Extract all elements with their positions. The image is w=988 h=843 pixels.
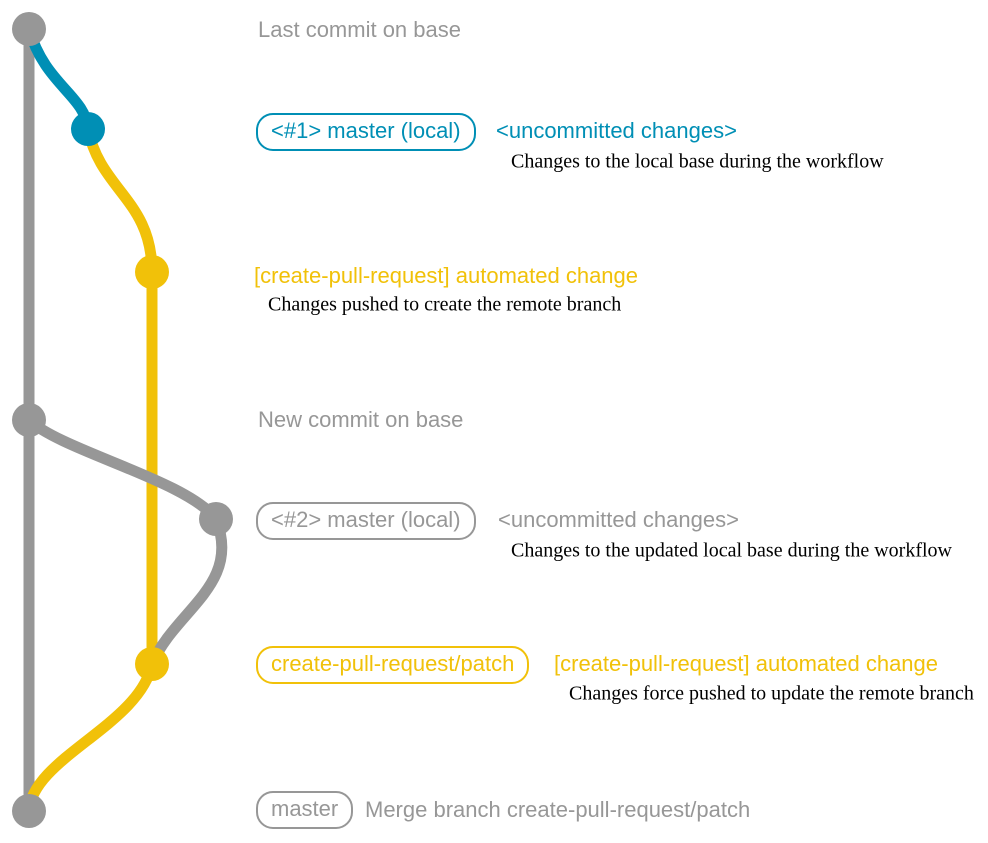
commit-message-last-base: Last commit on base <box>258 16 461 42</box>
commit-message-automated-2: [create-pull-request] automated change <box>554 650 939 676</box>
commit-message-uncommitted-2: <uncommitted changes> <box>498 506 739 532</box>
commit-message-automated-1: [create-pull-request] automated change <box>254 262 639 288</box>
branch-label-master-local-1: <#1> master (local) <box>256 113 476 151</box>
branch-label-master-local-2: <#2> master (local) <box>256 502 476 540</box>
merge-edge <box>23 662 158 812</box>
commit-message-new-base: New commit on base <box>258 406 464 432</box>
description-uncommitted-1: Changes to the local base during the wor… <box>511 150 884 173</box>
commit-automated-1 <box>135 255 169 289</box>
branch-label-patch: create-pull-request/patch <box>256 646 530 684</box>
commit-automated-2 <box>135 647 169 681</box>
git-graph-svg <box>12 12 233 828</box>
automated-change-1-edge <box>82 127 158 273</box>
description-uncommitted-2: Changes to the updated local base during… <box>511 539 952 562</box>
commit-uncommitted-2 <box>199 502 233 536</box>
commit-message-uncommitted-1: <uncommitted changes> <box>496 117 737 143</box>
commit-last-base <box>12 12 46 46</box>
branch-label-master: master <box>256 791 354 829</box>
uncommitted-1-edge <box>23 27 94 130</box>
description-automated-2: Changes force pushed to update the remot… <box>569 682 974 705</box>
uncommitted-2-edge <box>25 415 221 523</box>
description-automated-1: Changes pushed to create the remote bran… <box>268 293 622 316</box>
commit-uncommitted-1 <box>71 112 105 146</box>
commit-message-merge: Merge branch create-pull-request/patch <box>365 796 751 822</box>
rebase-edge <box>146 516 228 667</box>
commit-merge <box>12 794 46 828</box>
commit-new-base <box>12 403 46 437</box>
